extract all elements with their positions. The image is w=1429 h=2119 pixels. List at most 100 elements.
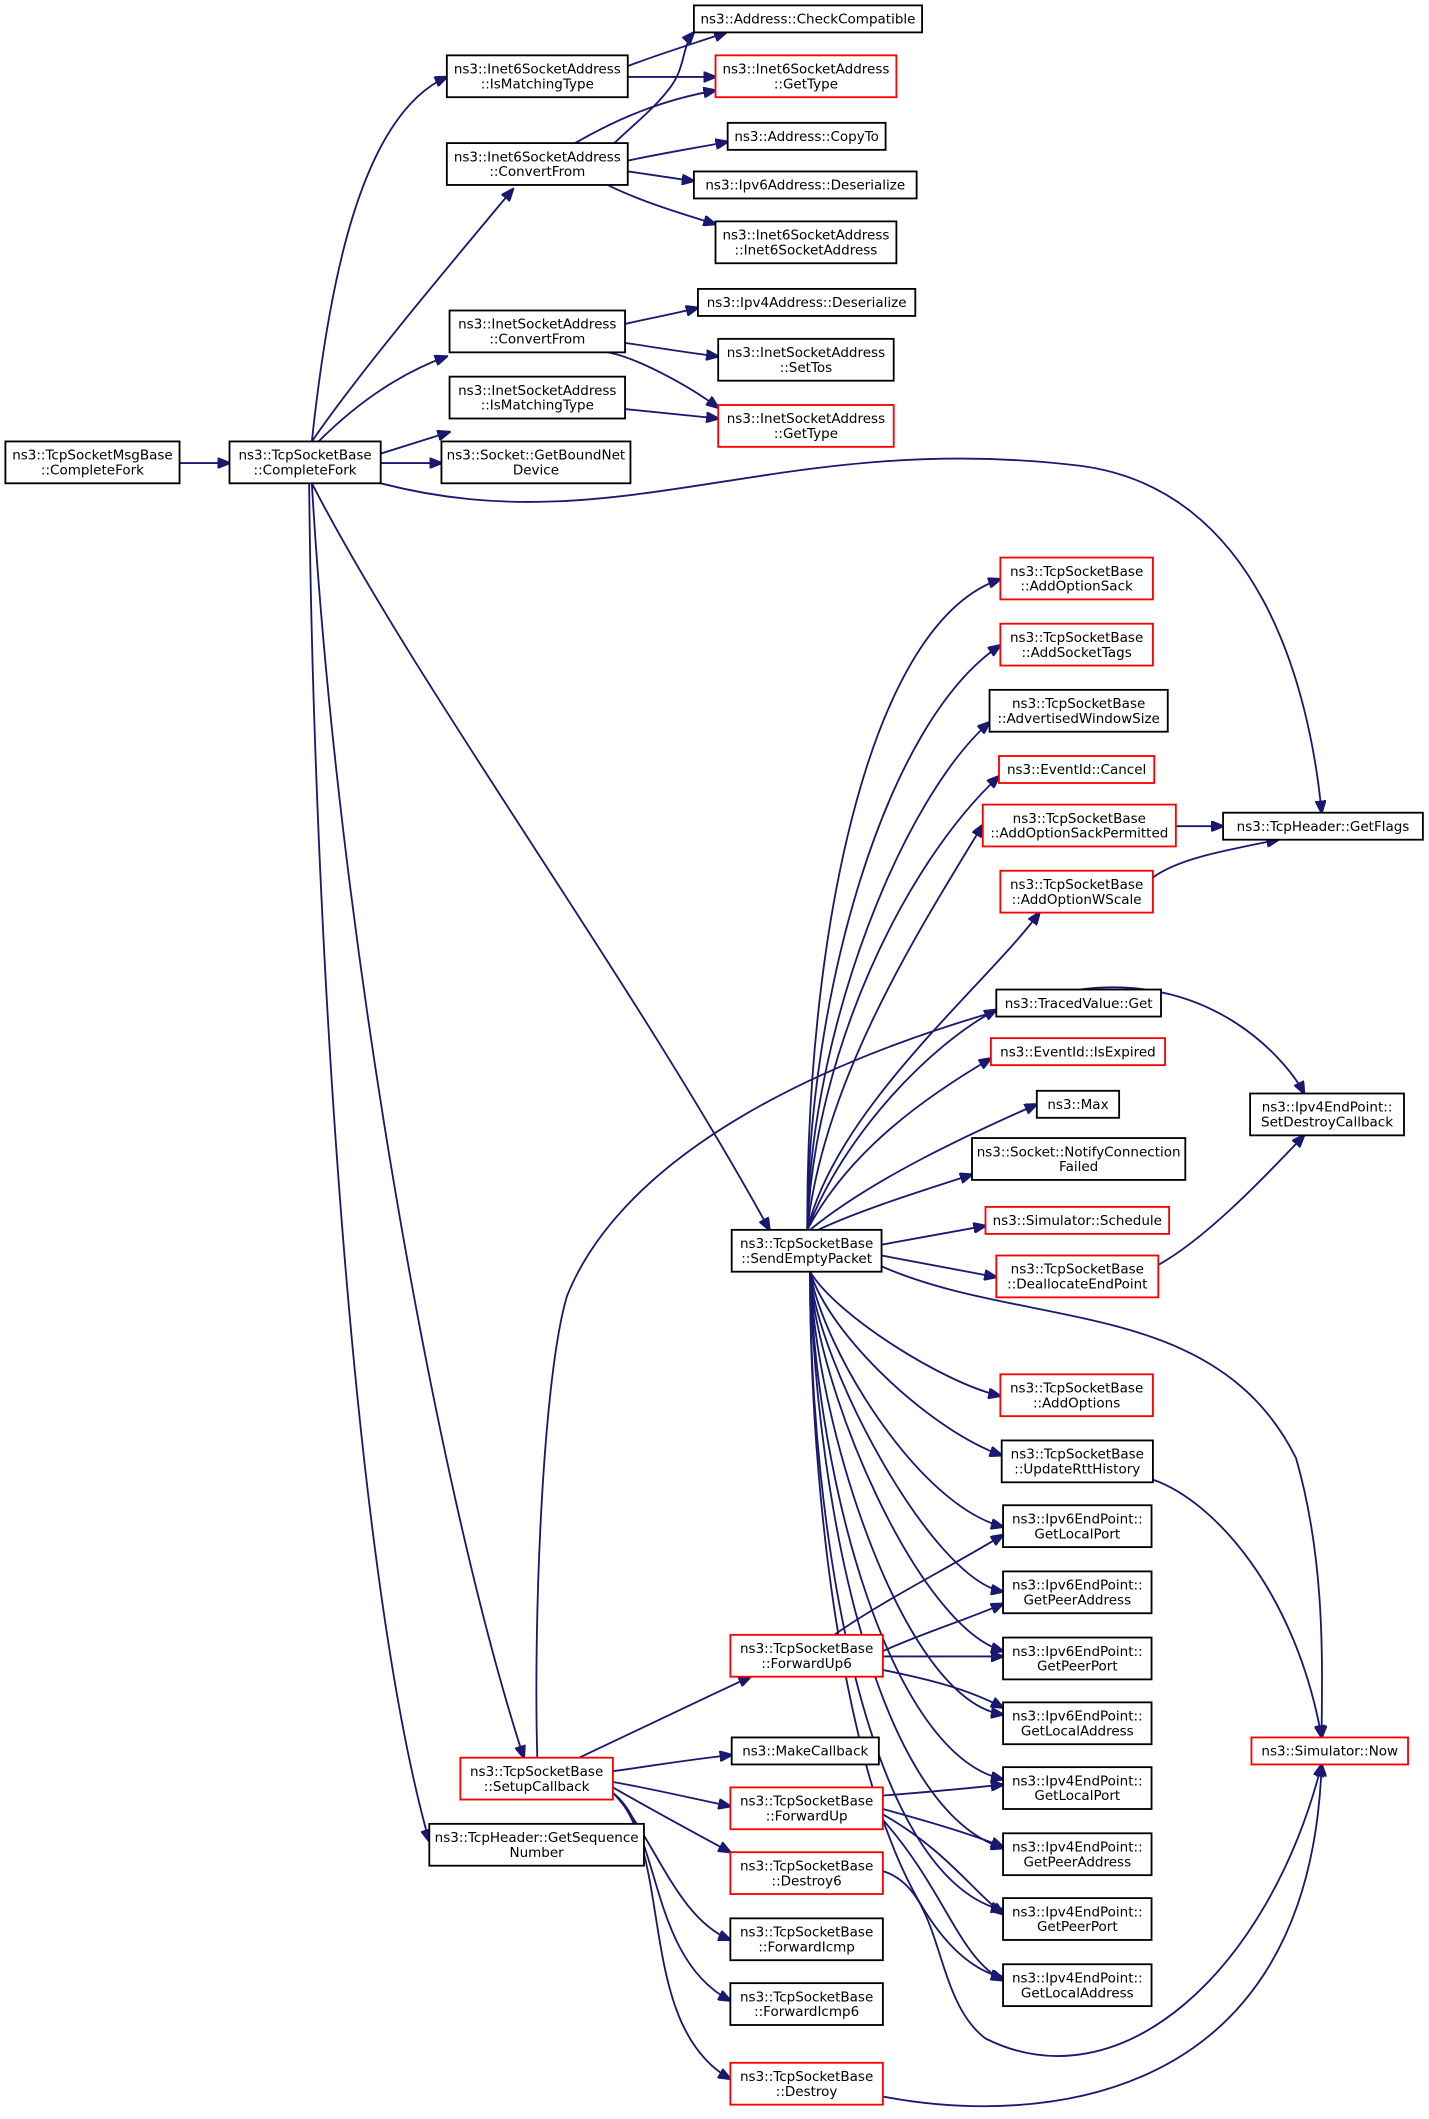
function-node-i6_ismatch[interactable]: ns3::Inet6SocketAddress::IsMatchingType (445, 54, 629, 99)
function-node-ipv6ep_localaddr[interactable]: ns3::Ipv6EndPoint::GetLocalAddress (1002, 1701, 1153, 1746)
call-edge-i6_convert-to-i6_gettype (574, 90, 715, 144)
node-box (1035, 1089, 1121, 1119)
node-box (984, 1205, 1171, 1235)
call-edge-send_empty-to-ipv4ep_localaddr (809, 1271, 1003, 1978)
node-label-line: ::AddOptionSackPermitted (990, 826, 1168, 842)
function-node-ipv4ep_localport[interactable]: ns3::Ipv4EndPoint::GetLocalPort (1002, 1766, 1153, 1810)
function-node-i6_convert[interactable]: ns3::Inet6SocketAddress::ConvertFrom (445, 142, 629, 186)
node-label-line: ns3::Ipv6EndPoint:: (1012, 1644, 1143, 1660)
call-edge-i6_convert-to-ipv6_deser (627, 170, 694, 180)
call-edge-send_empty-to-traced_get (806, 1010, 996, 1231)
function-node-hdr_getflags[interactable]: ns3::TcpHeader::GetFlags (1222, 811, 1424, 841)
call-edge-send_empty-to-ipv6ep_localaddr (809, 1271, 1003, 1715)
node-label-line: ns3::TracedValue::Get (1005, 996, 1153, 1012)
function-node-setup_callback[interactable]: ns3::TcpSocketBase::SetupCallback (459, 1756, 614, 1801)
function-node-forwardup6[interactable]: ns3::TcpSocketBase::ForwardUp6 (729, 1633, 884, 1678)
node-box (1002, 1504, 1153, 1549)
function-node-add_sack[interactable]: ns3::TcpSocketBase::AddOptionSack (999, 556, 1154, 601)
function-node-forwardup[interactable]: ns3::TcpSocketBase::ForwardUp (729, 1786, 884, 1831)
node-label-line: ::AddSocketTags (1021, 645, 1131, 661)
function-node-ipv6ep_localport[interactable]: ns3::Ipv6EndPoint::GetLocalPort (1002, 1504, 1153, 1549)
function-node-dealloc_ep[interactable]: ns3::TcpSocketBase::DeallocateEndPoint (995, 1254, 1160, 1299)
node-label-line: ::Inet6SocketAddress (735, 242, 878, 258)
function-node-send_empty[interactable]: ns3::TcpSocketBase::SendEmptyPacket (730, 1228, 883, 1273)
function-node-ipv4ep_peeraddr[interactable]: ns3::Ipv4EndPoint::GetPeerAddress (1002, 1832, 1153, 1877)
function-node-sim_schedule[interactable]: ns3::Simulator::Schedule (984, 1205, 1171, 1235)
call-edge-dealloc_ep-to-ipv4ep_setdestroy (1157, 1135, 1304, 1266)
node-label-line: ns3::Socket::GetBoundNet (447, 448, 626, 464)
function-node-make_callback[interactable]: ns3::MakeCallback (730, 1736, 880, 1766)
node-label-line: GetLocalAddress (1021, 1723, 1134, 1739)
node-label-line: ns3::Ipv6Address::Deserialize (705, 178, 905, 194)
node-box (729, 1917, 884, 1962)
function-node-traced_get[interactable]: ns3::TracedValue::Get (995, 988, 1162, 1018)
function-node-i4_gettype[interactable]: ns3::InetSocketAddress::GetType (717, 404, 895, 448)
node-label-line: ns3::TcpSocketBase (740, 1236, 873, 1252)
function-node-add_sockettags[interactable]: ns3::TcpSocketBase::AddSocketTags (999, 622, 1154, 667)
call-edge-i4_convert-to-i4_settos (624, 341, 718, 357)
node-label-line: ::Destroy6 (772, 1873, 842, 1889)
function-node-i4_convert[interactable]: ns3::InetSocketAddress::ConvertFrom (448, 309, 626, 354)
call-edge-forwardup6-to-ipv6ep_peeraddr (882, 1604, 1003, 1652)
function-node-ipv4ep_setdestroy[interactable]: ns3::Ipv4EndPoint::SetDestroyCallback (1249, 1092, 1405, 1137)
node-label-line: GetLocalAddress (1021, 1985, 1134, 2001)
node-box (714, 220, 898, 265)
node-label-line: ns3::Ipv4EndPoint:: (1012, 1970, 1143, 1986)
call-edge-i6_convert-to-i6_ctor (607, 184, 716, 224)
node-label-line: ns3::TcpSocketBase (740, 1989, 873, 2005)
call-edge-completefork-to-i6_ismatch (310, 77, 447, 442)
call-edge-setup_callback-to-forwardup (612, 1781, 730, 1806)
function-node-evt_expired[interactable]: ns3::EventId::IsExpired (989, 1037, 1166, 1067)
node-label-line: ns3::Address::CopyTo (734, 129, 879, 145)
call-edge-forwardup6-to-ipv6ep_localaddr (882, 1669, 1003, 1708)
node-label-line: ::ConvertFrom (489, 164, 585, 180)
function-node-destroy6[interactable]: ns3::TcpSocketBase::Destroy6 (729, 1851, 884, 1895)
node-label-line: ns3::Ipv6EndPoint:: (1012, 1511, 1143, 1527)
function-node-ipv6_deser[interactable]: ns3::Ipv6Address::Deserialize (692, 170, 918, 200)
node-label-line: ::ForwardIcmp (758, 1939, 855, 1955)
function-node-i4_ismatch[interactable]: ns3::InetSocketAddress::IsMatchingType (448, 375, 626, 420)
call-edge-i6_convert-to-addr_copyto (627, 142, 728, 162)
node-box (459, 1756, 614, 1801)
node-label-line: ::SetupCallback (484, 1779, 590, 1795)
function-node-i6_gettype[interactable]: ns3::Inet6SocketAddress::GetType (714, 54, 898, 99)
node-box (448, 375, 626, 420)
function-node-update_rtt[interactable]: ns3::TcpSocketBase::UpdateRttHistory (1000, 1439, 1154, 1484)
function-node-root[interactable]: ns3::TcpSocketMsgBase::CompleteFork (4, 440, 181, 485)
function-node-ipv4ep_localaddr[interactable]: ns3::Ipv4EndPoint::GetLocalAddress (1002, 1963, 1153, 2008)
function-node-add_wscale[interactable]: ns3::TcpSocketBase::AddOptionWScale (999, 869, 1154, 914)
node-label-line: ns3::InetSocketAddress (458, 317, 616, 333)
function-node-i6_ctor[interactable]: ns3::Inet6SocketAddress::Inet6SocketAddr… (714, 220, 898, 265)
function-node-ipv6ep_peeraddr[interactable]: ns3::Ipv6EndPoint::GetPeerAddress (1002, 1570, 1153, 1615)
node-label-line: ::IsMatchingType (481, 398, 594, 414)
function-node-ipv6ep_peerport[interactable]: ns3::Ipv6EndPoint::GetPeerPort (1002, 1636, 1153, 1681)
call-edge-setup_callback-to-destroy (612, 1792, 730, 2079)
node-box (999, 869, 1154, 914)
function-node-ipv4ep_peerport[interactable]: ns3::Ipv4EndPoint::GetPeerPort (1002, 1897, 1153, 1941)
function-node-addr_checkcompat[interactable]: ns3::Address::CheckCompatible (692, 4, 923, 34)
call-edge-forwardup-to-ipv4ep_peeraddr (882, 1808, 1003, 1847)
function-node-fwd_icmp[interactable]: ns3::TcpSocketBase::ForwardIcmp (729, 1917, 884, 1962)
node-box (730, 1736, 880, 1766)
node-label-line: ns3::Inet6SocketAddress (454, 149, 621, 165)
call-edge-forwardup6-to-ipv6ep_localport (833, 1535, 1003, 1636)
function-node-add_options[interactable]: ns3::TcpSocketBase::AddOptions (999, 1373, 1154, 1418)
node-box (428, 1822, 645, 1867)
function-node-addr_copyto[interactable]: ns3::Address::CopyTo (726, 121, 887, 151)
node-label-line: ::GetType (774, 426, 838, 442)
function-node-ipv4_deser[interactable]: ns3::Ipv4Address::Deserialize (697, 287, 917, 317)
function-node-fwd_icmp6[interactable]: ns3::TcpSocketBase::ForwardIcmp6 (729, 1982, 884, 2026)
function-node-completefork[interactable]: ns3::TcpSocketBase::CompleteFork (228, 440, 382, 485)
function-node-add_sackperm[interactable]: ns3::TcpSocketBase::AddOptionSackPermitt… (981, 803, 1177, 848)
node-label-line: ns3::InetSocketAddress (458, 383, 616, 399)
function-node-adv_window[interactable]: ns3::TcpSocketBase::AdvertisedWindowSize (988, 688, 1169, 733)
function-node-destroy[interactable]: ns3::TcpSocketBase::Destroy (729, 2061, 884, 2106)
function-node-max[interactable]: ns3::Max (1035, 1089, 1121, 1119)
function-node-evt_cancel[interactable]: ns3::EventId::Cancel (998, 755, 1156, 784)
function-node-i4_settos[interactable]: ns3::InetSocketAddress::SetTos (717, 337, 895, 382)
node-box (692, 170, 918, 200)
function-node-sim_now[interactable]: ns3::Simulator::Now (1250, 1736, 1409, 1766)
